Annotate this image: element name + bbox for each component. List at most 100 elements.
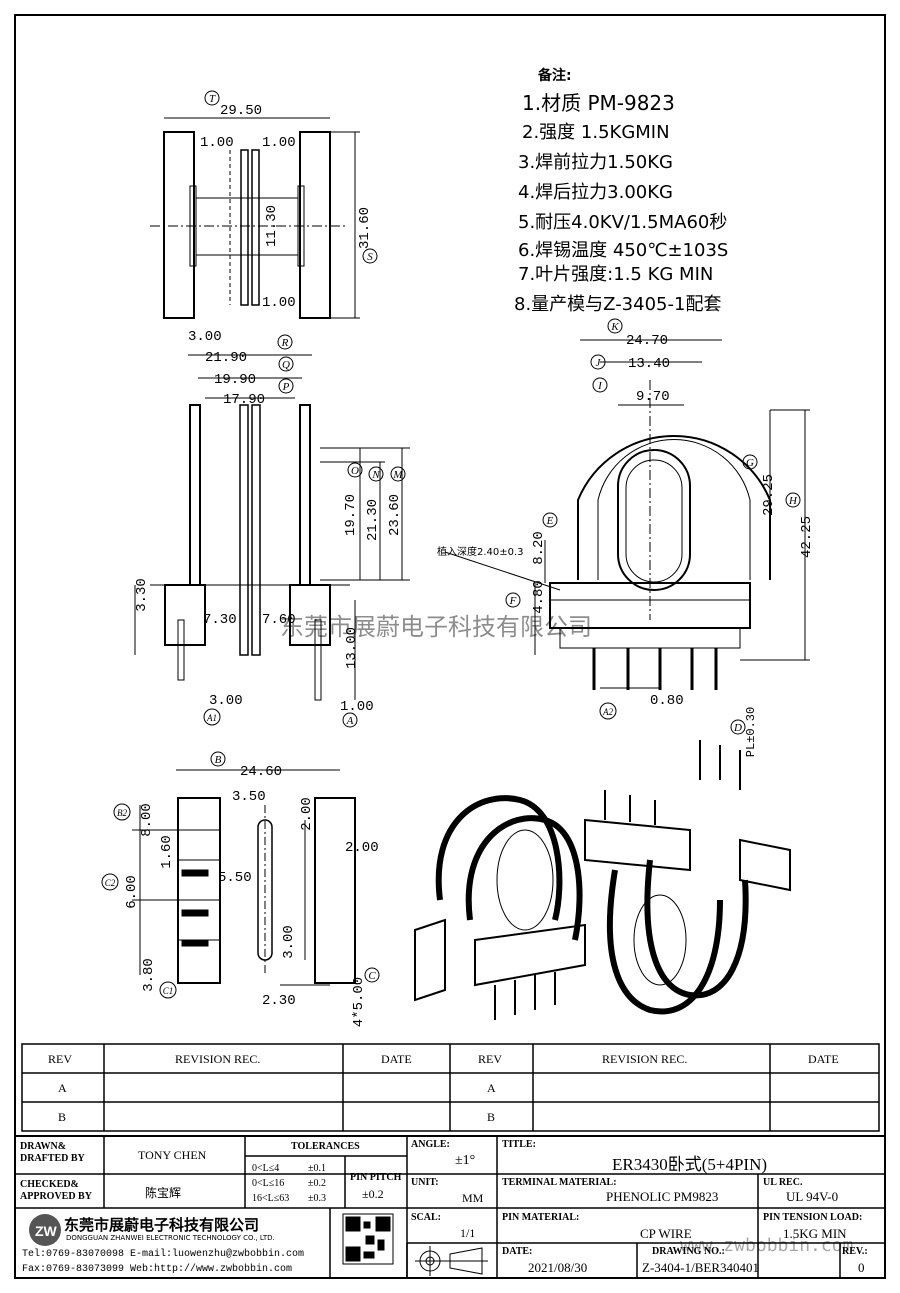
projection-symbol-icon bbox=[415, 1246, 488, 1276]
revision-rec-header-1: REVISION REC. bbox=[175, 1052, 261, 1066]
svg-text:A1: A1 bbox=[206, 713, 217, 723]
ref-A2: A2 bbox=[599, 702, 617, 720]
svg-text:B: B bbox=[215, 754, 222, 766]
dim-h19: 19.70 bbox=[343, 494, 359, 536]
dim-h13: 13.00 bbox=[344, 627, 360, 669]
watermark-company: 东莞市展蔚电子科技有限公司 bbox=[280, 613, 592, 641]
tol-range-2: 0<L≤16 bbox=[252, 1178, 285, 1189]
svg-text:T: T bbox=[209, 93, 216, 105]
company-tel: Tel:0769-83070098 E-mail:luowenzhu@zwbob… bbox=[22, 1249, 305, 1260]
ref-I: I bbox=[592, 377, 608, 393]
iso-view-2 bbox=[584, 740, 791, 1015]
dim-r42: 42.25 bbox=[799, 516, 815, 558]
svg-text:D: D bbox=[733, 722, 742, 734]
dim-c23: 2.30 bbox=[262, 993, 296, 1009]
ref-C: C bbox=[364, 967, 380, 983]
ref-N: N bbox=[368, 466, 384, 482]
dim-h21: 21.30 bbox=[365, 499, 381, 541]
ref-S: S bbox=[362, 248, 378, 264]
note-6: 6.焊锡温度 450℃±103S bbox=[518, 240, 728, 261]
ref-J: J bbox=[590, 354, 606, 370]
ref-C2: C2 bbox=[101, 873, 119, 891]
pin-pitch-value: ±0.2 bbox=[362, 1187, 384, 1201]
drawing-no-value: Z-3404-1/BER340401 bbox=[642, 1260, 759, 1275]
ref-F: F bbox=[505, 592, 521, 608]
svg-text:C2: C2 bbox=[105, 878, 116, 888]
rev-label: REV.: bbox=[842, 1246, 868, 1257]
tol-value-2: ±0.2 bbox=[308, 1178, 326, 1189]
pin-tension-label: PIN TENSION LOAD: bbox=[763, 1212, 863, 1223]
ref-B: B bbox=[210, 751, 226, 767]
rev-header-1: REV bbox=[48, 1052, 72, 1066]
drawing-sheet bbox=[14, 14, 886, 1279]
ref-H: H bbox=[785, 492, 801, 508]
unit-value: MM bbox=[462, 1191, 484, 1205]
dim-b1: 1.00 bbox=[340, 699, 374, 715]
dim-c38: 3.80 bbox=[141, 958, 157, 992]
date-header-1: DATE bbox=[381, 1052, 412, 1066]
company-logo-icon: ZW bbox=[29, 1214, 61, 1246]
svg-text:ZW: ZW bbox=[35, 1223, 58, 1239]
drawn-value: TONY CHEN bbox=[138, 1148, 207, 1162]
note-4: 4.焊后拉力3.00KG bbox=[518, 182, 673, 203]
dim-top-width: 29.50 bbox=[220, 103, 262, 119]
dim-r8: 8.20 bbox=[531, 531, 547, 565]
dim-top-height: 31.60 bbox=[357, 207, 373, 249]
unit-label: UNIT: bbox=[411, 1177, 439, 1188]
company-name-en: DONGGUAN ZHANWEI ELECTRONIC TECHNOLOGY C… bbox=[66, 1234, 275, 1242]
dim-r08: 0.80 bbox=[650, 693, 684, 709]
dim-c8: 8.00 bbox=[139, 803, 155, 837]
dim-c2a: 2.00 bbox=[299, 797, 315, 831]
checked-label: CHECKED& APPROVED BY bbox=[20, 1179, 92, 1202]
dim-c55: 5.50 bbox=[218, 870, 252, 886]
watermark-url: www.zwbobbin.com bbox=[680, 1235, 853, 1256]
ul-label: UL REC. bbox=[763, 1177, 803, 1188]
ref-O: O bbox=[347, 462, 363, 478]
company-fax: Fax:0769-83073099 Web:http://www.zwbobbi… bbox=[22, 1264, 293, 1275]
dim-c3: 3.50 bbox=[232, 789, 266, 805]
checked-value: 陈宝辉 bbox=[145, 1186, 182, 1200]
dim-c2b: 2.00 bbox=[345, 840, 379, 856]
date-header-2: DATE bbox=[808, 1052, 839, 1066]
tol-value-3: ±0.3 bbox=[308, 1193, 326, 1204]
angle-value: ±1° bbox=[455, 1153, 476, 1168]
title-label: TITLE: bbox=[502, 1139, 536, 1150]
ref-R: R bbox=[277, 334, 293, 350]
ref-B2: B2 bbox=[113, 803, 131, 821]
dim-r24: 24.70 bbox=[626, 333, 668, 349]
note-7: 7.叶片强度:1.5 KG MIN bbox=[518, 264, 713, 285]
note-3: 3.焊前拉力1.50KG bbox=[518, 152, 673, 173]
rev-header-2: REV bbox=[478, 1052, 502, 1066]
top-view bbox=[150, 117, 360, 319]
svg-text:E: E bbox=[546, 515, 554, 527]
svg-text:O: O bbox=[351, 465, 359, 477]
dim-b3: 3.00 bbox=[209, 693, 243, 709]
dim-h3: 3.30 bbox=[134, 578, 150, 612]
notes-block: 备注: 1.材质 PM-9823 2.强度 1.5KGMIN 3.焊前拉力1.5… bbox=[514, 67, 728, 315]
qr-code-icon bbox=[342, 1213, 394, 1265]
note-2: 2.强度 1.5KGMIN bbox=[522, 122, 670, 143]
dim-c5: 4*5.00 bbox=[351, 977, 367, 1027]
drawing-no-label: DRAWING NO.: bbox=[652, 1246, 725, 1257]
svg-text:H: H bbox=[788, 495, 798, 507]
dim-w19: 19.90 bbox=[214, 372, 256, 388]
svg-text:P: P bbox=[282, 381, 290, 393]
svg-text:I: I bbox=[597, 380, 603, 392]
pin-material-value: CP WIRE bbox=[640, 1226, 692, 1241]
dim-top-left-gap: 1.00 bbox=[200, 135, 234, 151]
dim-r29: 29.25 bbox=[761, 474, 777, 516]
note-1: 1.材质 PM-9823 bbox=[522, 91, 675, 115]
svg-text:C1: C1 bbox=[163, 986, 174, 996]
table-grid bbox=[14, 1043, 886, 1279]
ref-M: M bbox=[390, 466, 406, 482]
svg-text:S: S bbox=[367, 251, 373, 263]
dim-top-right-gap: 1.00 bbox=[262, 135, 296, 151]
ref-C1: C1 bbox=[159, 981, 177, 999]
dim-c3b: 3.00 bbox=[281, 925, 297, 959]
rev-row-a-left: A bbox=[58, 1081, 67, 1095]
note-8: 8.量产模与Z-3405-1配套 bbox=[514, 294, 721, 315]
svg-text:M: M bbox=[392, 469, 403, 481]
rev-row-a-right: A bbox=[487, 1081, 496, 1095]
note-5: 5.耐压4.0KV/1.5MA60秒 bbox=[518, 212, 727, 233]
